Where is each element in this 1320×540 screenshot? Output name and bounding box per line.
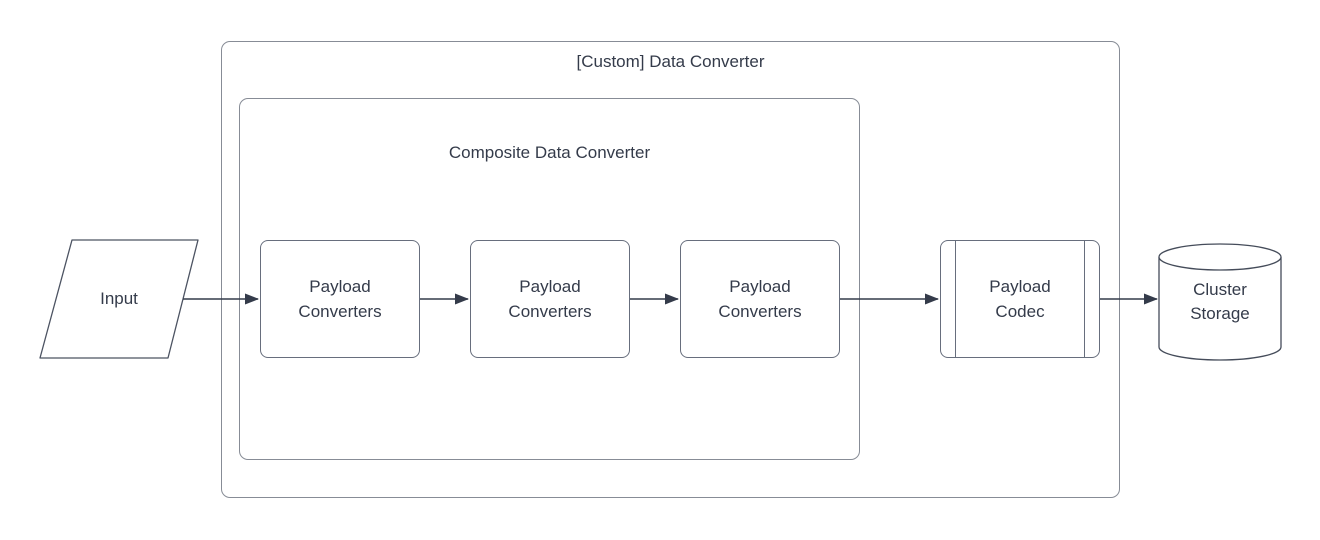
payload-converters-label-2: Payload Converters	[508, 277, 592, 321]
payload-codec-label: Payload Codec	[989, 277, 1051, 321]
input-label: Input	[100, 289, 138, 308]
composite-data-converter-container	[239, 98, 860, 460]
cluster-storage-cylinder-body	[1158, 257, 1282, 361]
cluster-storage-cylinder-top	[1158, 243, 1282, 271]
custom-data-converter-container	[221, 41, 1120, 498]
payload-converters-box-3: Payload Converters	[680, 240, 840, 358]
custom-data-converter-title: [Custom] Data Converter	[576, 52, 765, 71]
cluster-storage-label: Cluster Storage	[1159, 278, 1281, 326]
payload-converters-label-1: Payload Converters	[298, 277, 382, 321]
payload-converters-label-3: Payload Converters	[718, 277, 802, 321]
input-parallelogram-shape	[39, 239, 199, 359]
payload-codec-box: Payload Codec	[940, 240, 1100, 358]
cluster-storage-label-text: Cluster Storage	[1190, 280, 1250, 323]
payload-converters-box-1: Payload Converters	[260, 240, 420, 358]
payload-converters-box-2: Payload Converters	[470, 240, 630, 358]
composite-data-converter-title: Composite Data Converter	[448, 143, 651, 162]
